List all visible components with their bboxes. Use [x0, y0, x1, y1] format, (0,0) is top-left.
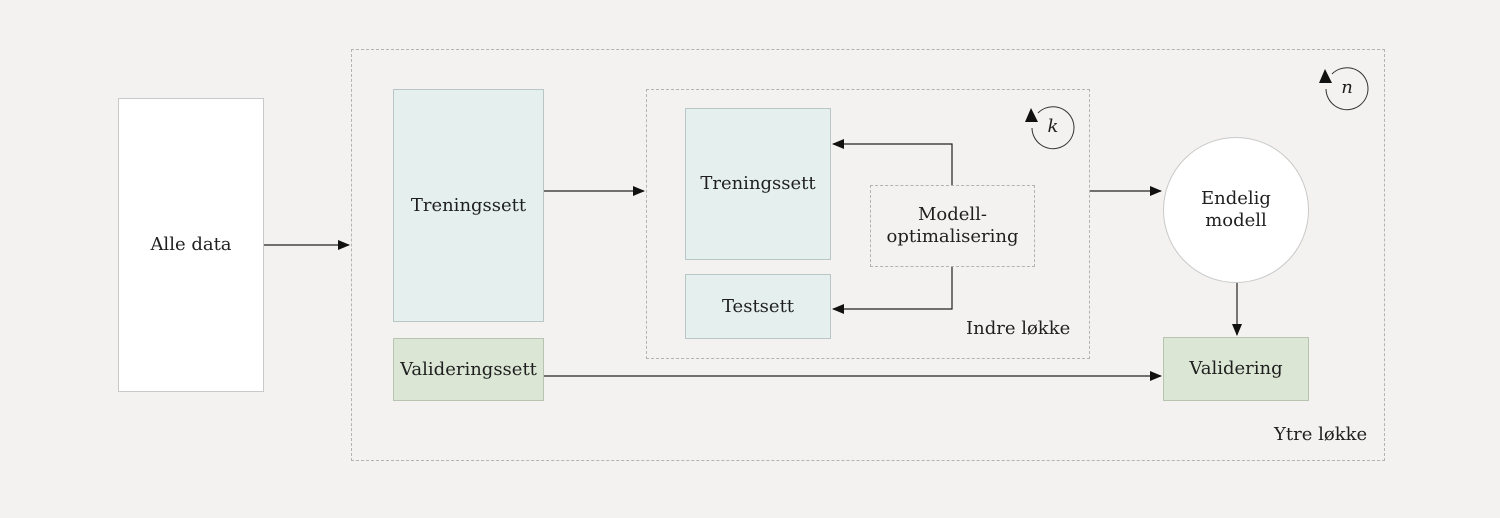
final-model-line1: Endelig	[1201, 188, 1271, 209]
outer-loop-frame	[351, 49, 1385, 461]
arrow-optimization-to-training	[832, 139, 953, 185]
validation-box: Validering	[1163, 337, 1309, 401]
inner-loop-cycle-icon	[1025, 106, 1075, 150]
test-set-box: Testsett	[685, 274, 831, 339]
final-model-line2: modell	[1205, 210, 1267, 231]
outer-loop-symbol: n	[1341, 77, 1353, 98]
inner-loop-symbol: k	[1048, 116, 1059, 137]
outer-training-set-label: Treningssett	[410, 194, 527, 216]
outer-training-set-box: Treningssett	[393, 89, 544, 322]
final-model-circle: Endelig modell	[1163, 137, 1309, 283]
validation-label: Validering	[1189, 358, 1283, 379]
outer-loop-cycle-icon	[1319, 67, 1369, 111]
arrow-optimization-to-test	[832, 267, 953, 314]
inner-loop-frame	[646, 89, 1090, 359]
test-set-label: Testsett	[721, 295, 795, 317]
all-data-label: Alle data	[150, 234, 232, 255]
model-optimization-line2: optimalisering	[886, 226, 1019, 247]
model-optimization-box: Modell- optimalisering	[870, 185, 1035, 267]
inner-loop-label: Indre løkke	[966, 318, 1071, 339]
validation-set-label: Valideringssett	[400, 358, 537, 380]
model-optimization-line1: Modell-	[917, 204, 988, 225]
inner-training-set-label: Treningssett	[700, 173, 816, 194]
outer-loop-label: Ytre løkke	[1274, 424, 1368, 445]
validation-set-box: Valideringssett	[393, 338, 544, 401]
all-data-box: Alle data	[118, 98, 264, 392]
inner-training-set-box: Treningssett	[685, 108, 831, 260]
